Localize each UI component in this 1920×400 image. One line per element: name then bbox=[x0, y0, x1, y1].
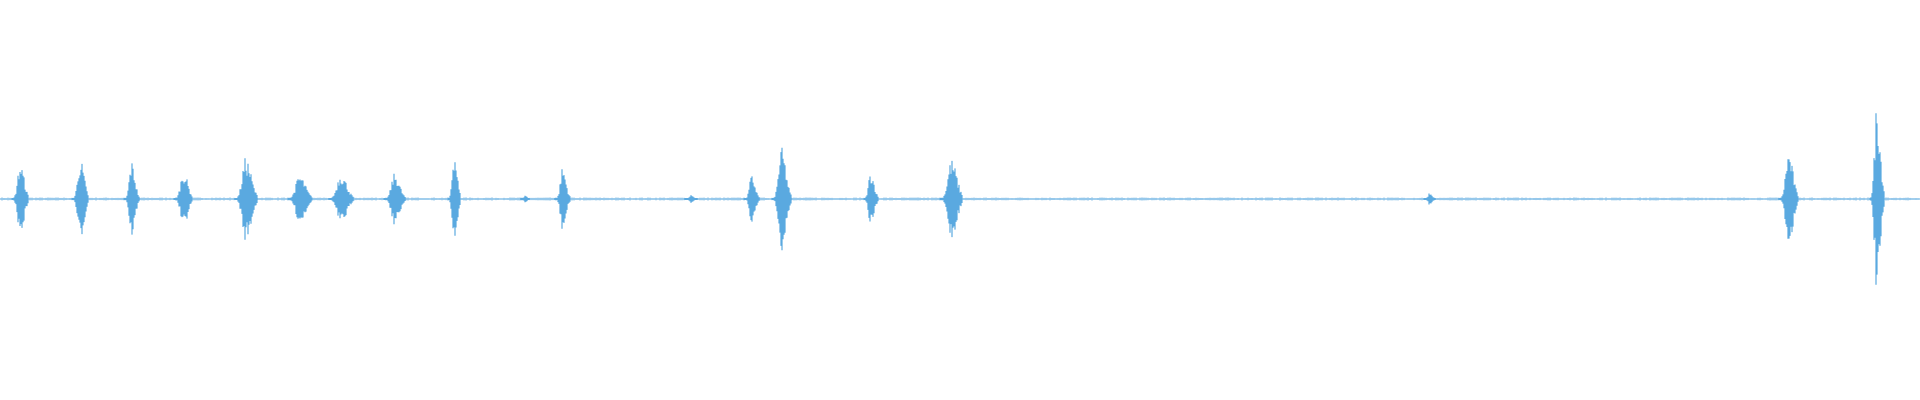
waveform-burst bbox=[447, 162, 461, 236]
waveform-burst bbox=[71, 163, 89, 235]
waveform-burst bbox=[743, 176, 760, 222]
waveform-burst bbox=[287, 179, 313, 219]
waveform-burst bbox=[383, 173, 406, 225]
waveform-burst bbox=[939, 160, 963, 238]
waveform-burst bbox=[1869, 113, 1885, 285]
waveform-burst bbox=[684, 195, 698, 203]
waveform-burst bbox=[863, 176, 879, 222]
waveform-noise bbox=[0, 197, 1919, 201]
waveform-burst bbox=[123, 163, 140, 235]
waveform-burst bbox=[328, 179, 354, 219]
waveform-burst bbox=[1778, 159, 1799, 239]
waveform-burst bbox=[173, 179, 193, 219]
waveform-burst bbox=[520, 195, 530, 203]
waveform-burst bbox=[11, 170, 29, 228]
waveform-burst bbox=[554, 169, 571, 229]
waveform-bursts bbox=[0, 113, 1919, 285]
waveform-burst bbox=[234, 158, 258, 240]
waveform-burst bbox=[1423, 193, 1436, 205]
waveform-burst bbox=[771, 147, 792, 251]
